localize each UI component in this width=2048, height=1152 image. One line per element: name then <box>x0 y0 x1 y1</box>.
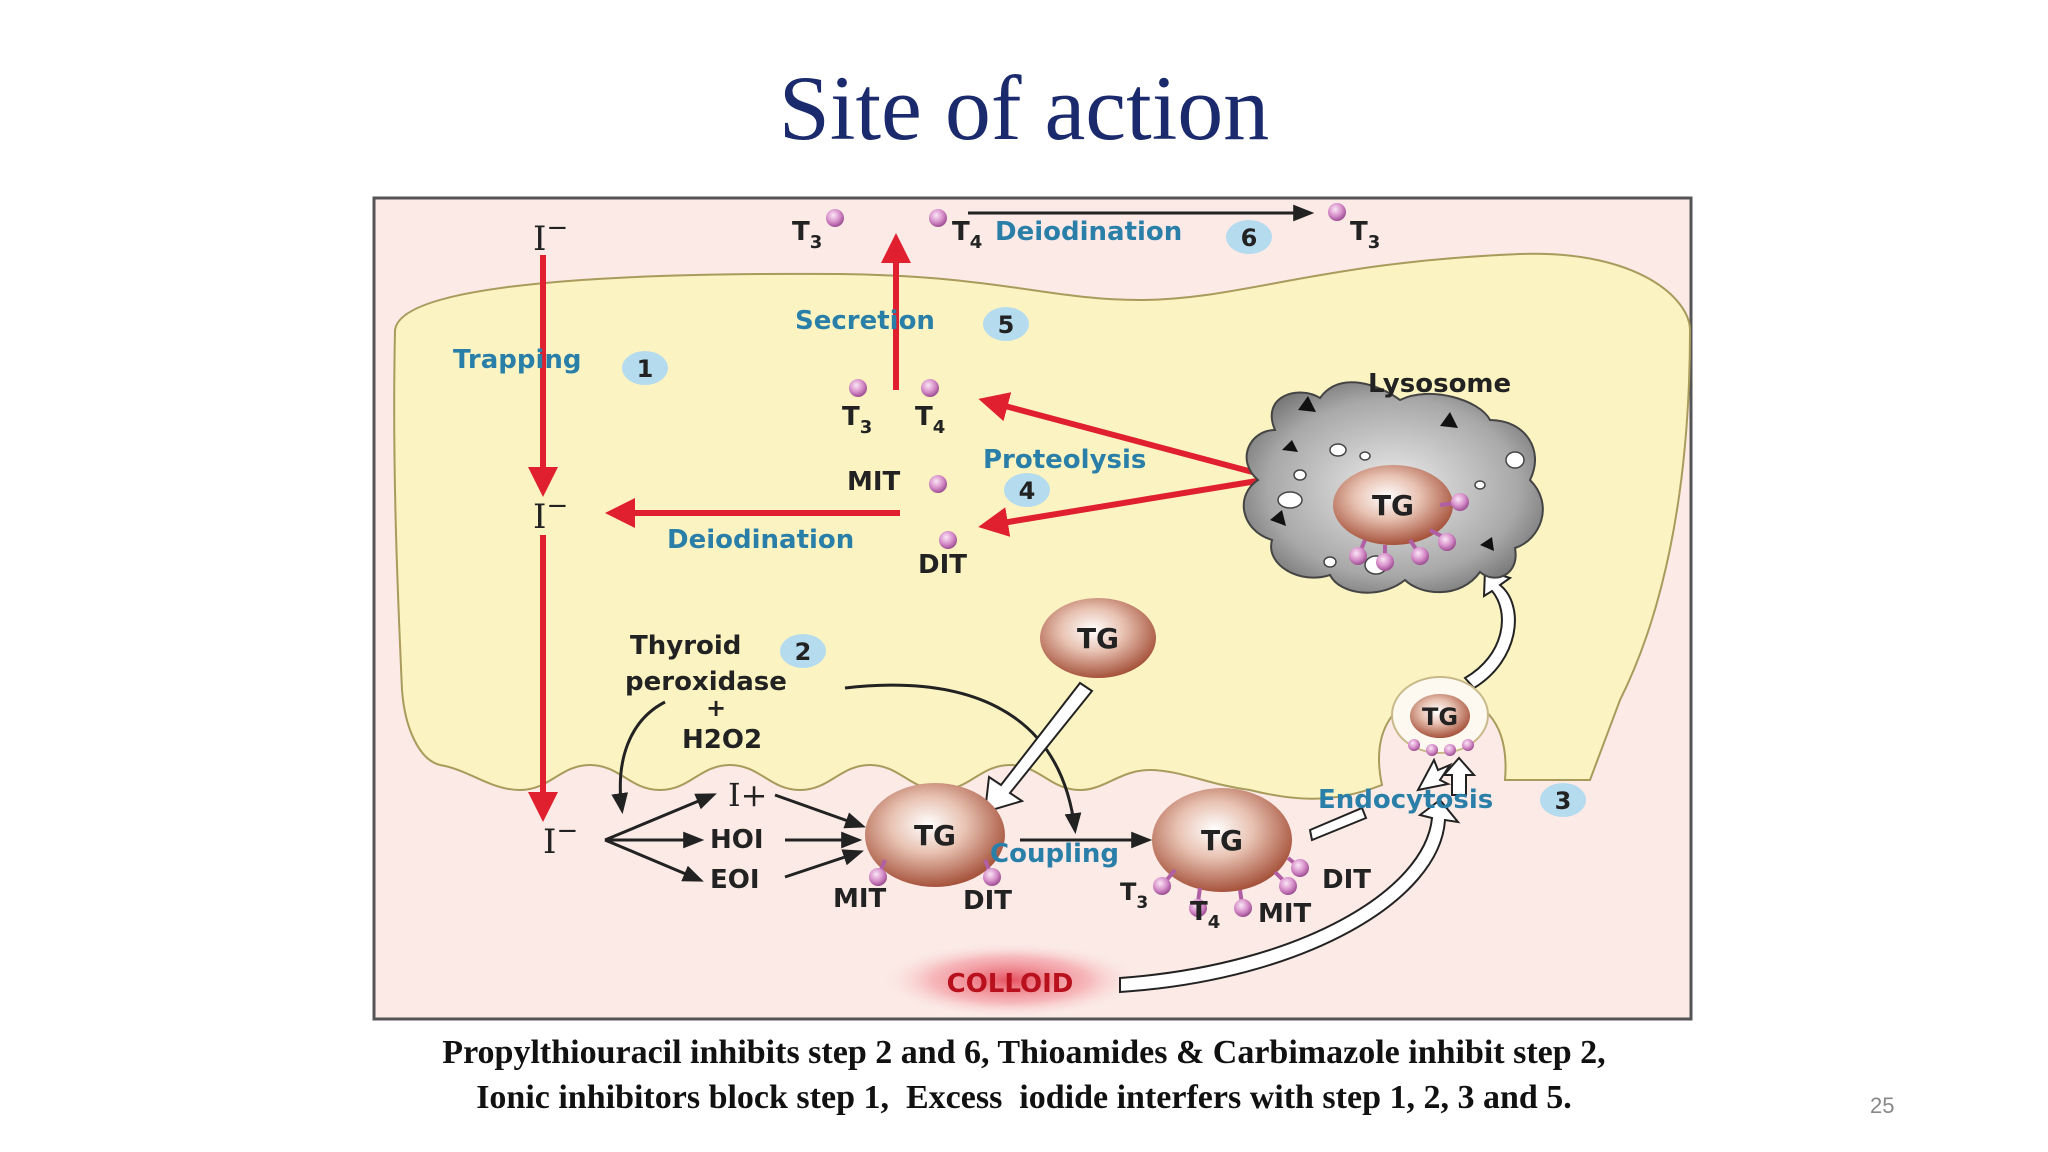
badge-4 <box>1004 473 1050 507</box>
iodide-bottom: I− <box>543 816 578 862</box>
badge-1 <box>622 351 668 385</box>
proteolysis-label: Proteolysis <box>983 445 1146 475</box>
proteolysis-arrow-down <box>978 475 1276 537</box>
peroxidase-label-2: peroxidase <box>625 667 787 697</box>
colloid-label: COLLOID <box>947 969 1074 999</box>
iodide-to-eoi-arrow <box>604 838 704 882</box>
deiodination-top-label: Deiodination <box>995 217 1182 247</box>
endocytosis-up-arrow-2 <box>1441 756 1477 796</box>
t4-label-coupled: T4 <box>1190 897 1220 933</box>
secretion-label: Secretion <box>795 306 935 336</box>
peroxidase-plus: + <box>706 694 726 722</box>
dit-label-mid: DIT <box>918 550 967 580</box>
deiodination-label: Deiodination <box>667 525 854 555</box>
dit-label-coupled: DIT <box>1322 865 1371 895</box>
badge-1-number: 1 <box>637 355 654 383</box>
eoi-to-tg-arrow <box>784 849 864 879</box>
endocytosis-up-arrow-1 <box>1416 757 1453 792</box>
t3-label-top-left: T3 <box>792 217 822 253</box>
hoi-label: HOI <box>710 825 764 855</box>
colloid-to-endocytosis-hollow-arrow <box>1119 798 1461 994</box>
badge-5 <box>983 307 1029 341</box>
tg-ball-cytoplasm <box>1040 598 1156 678</box>
trapping-label: Trapping <box>453 345 582 375</box>
iodonium-label: I+ <box>728 776 767 814</box>
tg-label-coupled: TG <box>1201 824 1243 857</box>
colloid-cloud <box>880 942 1140 1018</box>
mit-label-coupled: MIT <box>1258 899 1312 929</box>
dit-label-bottom: DIT <box>963 886 1012 916</box>
badge-2-number: 2 <box>795 638 812 666</box>
peroxidase-label-1: Thyroid <box>630 631 741 661</box>
tg-ball-vesicle <box>1410 694 1470 738</box>
iodotyrosine-balls <box>826 203 1474 917</box>
lysosome-label: Lysosome <box>1368 369 1511 399</box>
t3-label-top-right: T3 <box>1350 217 1380 253</box>
badge-6-number: 6 <box>1241 224 1258 252</box>
t3-label-secretion: T3 <box>842 402 872 438</box>
iplus-to-tg-arrow <box>774 793 866 829</box>
badge-2 <box>780 634 826 668</box>
mit-label-bottom: MIT <box>833 884 887 914</box>
caption-line-1: Propylthiouracil inhibits step 2 and 6, … <box>442 1034 1606 1071</box>
peroxidase-curve-left <box>611 700 666 815</box>
badge-5-number: 5 <box>998 311 1015 339</box>
badge-4-number: 4 <box>1019 477 1036 505</box>
badge-6 <box>1226 220 1272 254</box>
coupling-label: Coupling <box>990 839 1119 869</box>
iodide-middle: I− <box>533 491 568 537</box>
t3-label-coupled: T3 <box>1120 878 1148 913</box>
slide-number: 25 <box>1870 1093 1895 1118</box>
h2o2-label: H2O2 <box>682 725 762 755</box>
proteolysis-arrow-up <box>978 392 1276 481</box>
peroxidase-curve-right <box>844 683 1082 835</box>
tg-ball-iodination <box>865 783 1005 887</box>
tg-ball-coupled <box>1152 788 1292 892</box>
tg-label-lysosome: TG <box>1372 489 1414 522</box>
eoi-label: EOI <box>710 865 760 895</box>
tg-label-vesicle: TG <box>1422 703 1458 731</box>
caption: Propylthiouracil inhibits step 2 and 6, … <box>0 1030 2048 1120</box>
iodide-to-iplus-arrow <box>604 793 717 842</box>
iodide-top: I− <box>533 213 568 259</box>
slide-title: Site of action <box>778 57 1270 159</box>
lysosome-vacuoles <box>1277 443 1525 575</box>
caption-line-2: Ionic inhibitors block step 1, Excess io… <box>476 1079 1572 1116</box>
mit-label-mid: MIT <box>847 467 901 497</box>
t4-label-secretion: T4 <box>915 402 945 438</box>
tg-label-iodination: TG <box>914 819 956 852</box>
tg-ball-lysosome <box>1333 465 1453 545</box>
tg-to-colloid-hollow-arrow <box>983 681 1094 814</box>
tg-to-endocytosis-hollow-arrow <box>1308 806 1368 842</box>
t4-label-top: T4 <box>952 217 982 253</box>
tg-label-cytoplasm: TG <box>1077 622 1119 655</box>
badge-3 <box>1540 783 1586 817</box>
badge-3-number: 3 <box>1555 787 1572 815</box>
step-badges <box>622 220 1586 817</box>
endocytosis-label: Endocytosis <box>1318 785 1493 815</box>
lysosome-granules <box>1270 396 1494 551</box>
